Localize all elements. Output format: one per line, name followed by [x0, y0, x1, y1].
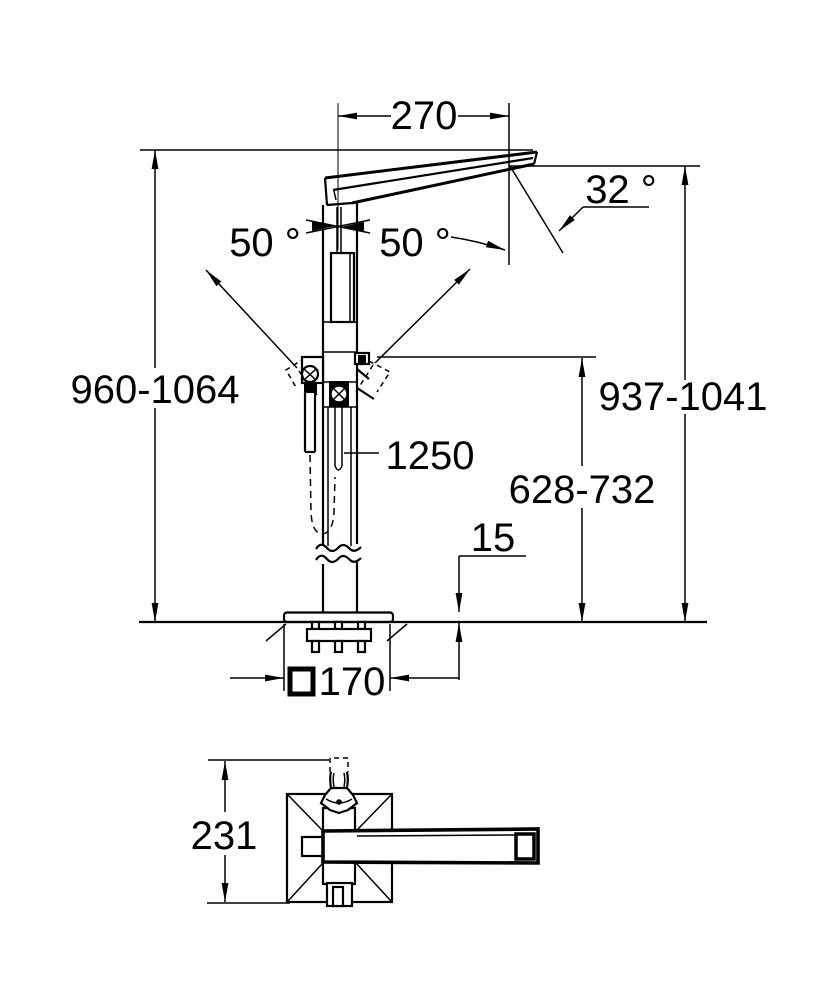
phantom-handle-right	[368, 360, 392, 393]
plan-handle-prong-left	[329, 771, 333, 789]
dim-plate-size: 170	[230, 624, 459, 704]
break-wave-bottom	[315, 554, 362, 564]
dim-1250-label: 1250	[386, 434, 475, 478]
plan-view: 231	[191, 757, 540, 908]
plate-diagonal-br	[355, 862, 392, 902]
flexible-hose-dashed	[309, 454, 336, 535]
phantom-stub-right-2	[356, 387, 375, 400]
spout-top-edge	[324, 150, 538, 180]
supply-connector	[304, 383, 317, 393]
plate-diagonal-tl	[287, 794, 323, 831]
plan-handle	[319, 757, 359, 815]
cartridge-cross-2	[332, 387, 346, 401]
fixing-bar	[305, 627, 373, 643]
dim-outlet-height: 937-1041	[598, 166, 768, 622]
dim-628-label: 628-732	[509, 468, 656, 512]
phantom-handle-left	[284, 357, 306, 390]
floor-hatch-left	[265, 623, 287, 642]
faucet-column	[300, 202, 371, 613]
hose-tube-cap	[334, 465, 343, 471]
plan-side-port	[300, 835, 325, 858]
dim-valve-height: 628-732	[509, 358, 656, 622]
angle-50-left-label: 50 °	[229, 221, 301, 265]
dim-170-label: 170	[319, 660, 386, 704]
dim-hose-length: 1250	[344, 434, 474, 478]
plan-spout	[321, 827, 540, 865]
plate-diagonal-bl	[287, 863, 323, 902]
fixing-bolt-left	[310, 639, 321, 654]
dim-depth: 231	[191, 759, 329, 904]
spout-back-inner	[333, 190, 337, 201]
spout-mid-edge	[332, 156, 534, 192]
dim-15-label: 15	[471, 516, 516, 560]
swing-ray-left	[205, 269, 298, 369]
bracket-bolt-cross-2	[303, 368, 317, 381]
plan-handle-prong-right-inner	[343, 772, 346, 788]
plan-bottom-notch	[331, 885, 345, 908]
break-wave-top	[315, 543, 362, 553]
angle-32-label: 32 °	[585, 168, 657, 212]
base-assembly	[139, 611, 707, 654]
plan-spout-outlet-window	[514, 832, 536, 861]
fixing-bolt-mid	[333, 639, 344, 654]
dim-937-label: 937-1041	[598, 375, 767, 419]
angle-32-ray	[509, 165, 564, 254]
dim-960-label: 960-1064	[70, 368, 239, 412]
dim-231-label: 231	[191, 814, 258, 858]
plate-diagonal-tr	[356, 794, 392, 831]
plan-handle-dot-icon	[336, 799, 342, 805]
dim-swing-angles: 50 ° 50 °	[205, 221, 506, 400]
spout-back-edge	[323, 177, 329, 206]
plan-handle-tip-dashed	[329, 757, 349, 772]
dim-270-label: 270	[391, 94, 458, 138]
spout-back-bottom	[326, 201, 353, 207]
angle-50-right-label: 50 °	[379, 221, 451, 265]
spout-bottom-edge	[351, 162, 535, 205]
handle-tilt-marker	[305, 219, 371, 234]
dim-spout-reach: 270	[338, 94, 509, 138]
base-plate	[282, 611, 395, 624]
phantom-stub-right-1	[356, 368, 370, 380]
plan-handle-prong-right	[345, 771, 349, 789]
dim-spout-angle: 32 °	[509, 165, 657, 254]
side-connector-core	[358, 355, 366, 363]
spout-profile	[323, 150, 539, 207]
plan-spout-inner-edge	[356, 834, 517, 837]
angle-32-leader-arrow	[558, 206, 584, 232]
dim-overall-height: 960-1064	[70, 150, 240, 622]
swing-ray-right	[374, 268, 471, 364]
angle-50-right-arc	[450, 236, 506, 251]
fixing-bolt-right	[356, 639, 367, 654]
front-view: 270 32 ° 50 ° 50 °	[70, 94, 767, 704]
tilt-arrow-right-icon	[341, 222, 364, 232]
dim-plate-offset: 15	[455, 516, 526, 680]
square-section-icon	[287, 666, 316, 697]
plan-handle-prong-left-inner	[332, 772, 335, 788]
spout-tip-face	[532, 151, 539, 165]
